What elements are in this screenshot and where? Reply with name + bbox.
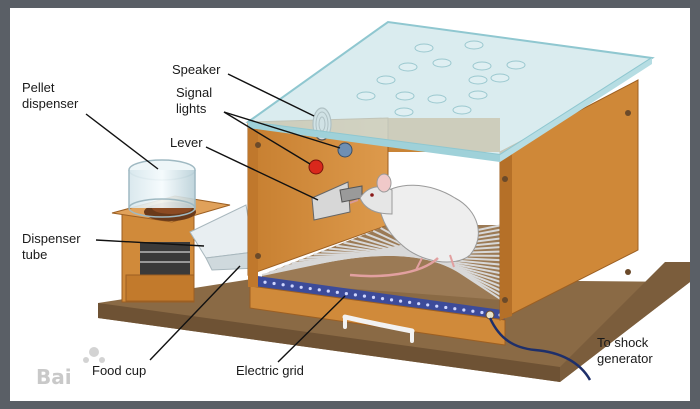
strip-dot	[335, 290, 339, 294]
leader-food-cup	[149, 265, 241, 361]
strip-dot	[308, 286, 312, 291]
leader-dispenser-tube	[95, 239, 205, 247]
strip-dot	[408, 300, 412, 305]
strip-dot	[426, 303, 430, 307]
leader-signal-light-blue	[223, 111, 341, 149]
paw-icon	[89, 347, 99, 357]
strip-dot	[417, 302, 421, 306]
strip-dot	[281, 283, 285, 287]
lid-hole	[490, 73, 510, 83]
strip-dot	[471, 309, 475, 313]
dispenser-tube	[189, 204, 259, 271]
lever	[311, 181, 363, 221]
strip-dot	[398, 299, 403, 303]
lid-hole	[376, 75, 396, 85]
red-signal-light	[308, 159, 324, 175]
strip-dot	[299, 285, 303, 289]
lid-hole	[464, 40, 484, 50]
leader-signal-light-red	[223, 111, 311, 165]
leader-lever	[205, 146, 319, 201]
lid-hole	[472, 61, 492, 71]
strip-dot	[480, 310, 484, 315]
label-signal-lights: Signal lights	[176, 85, 216, 116]
strip-dot	[290, 284, 294, 288]
front-left-post	[248, 122, 261, 287]
label-dispenser-tube: Dispenser tube	[22, 231, 84, 262]
blue-signal-light	[337, 142, 353, 158]
strip-dot	[317, 288, 321, 292]
shock-cable	[485, 310, 592, 381]
strip-dot	[272, 281, 276, 286]
signal-lights	[308, 142, 353, 175]
lid-hole	[394, 107, 414, 117]
strip-dot	[353, 293, 358, 297]
leader-pellet-dispenser	[85, 113, 159, 170]
leader-electric-grid	[277, 295, 346, 363]
strip-dot	[453, 307, 457, 311]
strip-dot	[444, 305, 448, 310]
watermark-text: Bai	[36, 365, 72, 389]
grid-front-strip	[250, 275, 505, 320]
label-shock-generator: To shock generator	[597, 335, 653, 366]
strip-dot	[326, 289, 330, 293]
strip-dot	[371, 295, 376, 299]
label-speaker: Speaker	[172, 62, 221, 77]
label-electric-grid: Electric grid	[236, 363, 304, 378]
lid-air-holes	[356, 40, 526, 117]
label-pellet-dispenser: Pellet dispenser	[22, 80, 79, 111]
strip-dot	[380, 297, 385, 301]
lid-hole	[356, 91, 376, 101]
lid-hole	[432, 58, 452, 68]
leader-speaker	[227, 73, 315, 117]
label-lever: Lever	[170, 135, 203, 150]
grid-bars	[261, 224, 503, 301]
labels: Pellet dispenser Speaker Signal lights L…	[22, 62, 653, 378]
lid-hole	[395, 91, 415, 101]
lid-hole	[468, 90, 488, 100]
strip-dot	[389, 298, 394, 302]
lid-hole	[468, 75, 488, 85]
lid-hole	[506, 60, 526, 70]
rat	[349, 173, 479, 278]
lid-hole	[414, 43, 434, 53]
lid-hole	[452, 105, 472, 115]
leader-lines	[85, 73, 346, 363]
strip-dot	[462, 308, 466, 312]
lid-hole	[398, 62, 418, 72]
strip-dot	[263, 280, 267, 284]
label-food-cup: Food cup	[92, 363, 146, 378]
strip-dot	[435, 304, 439, 308]
front-tray	[249, 285, 506, 346]
glass-lid	[245, 20, 655, 162]
chamber-right-wall	[499, 79, 639, 321]
strip-dot	[344, 291, 348, 296]
pellet-dispenser	[111, 159, 231, 303]
watermark: Bai	[36, 347, 105, 389]
lid-hole	[427, 94, 447, 104]
strip-dot	[362, 294, 367, 298]
